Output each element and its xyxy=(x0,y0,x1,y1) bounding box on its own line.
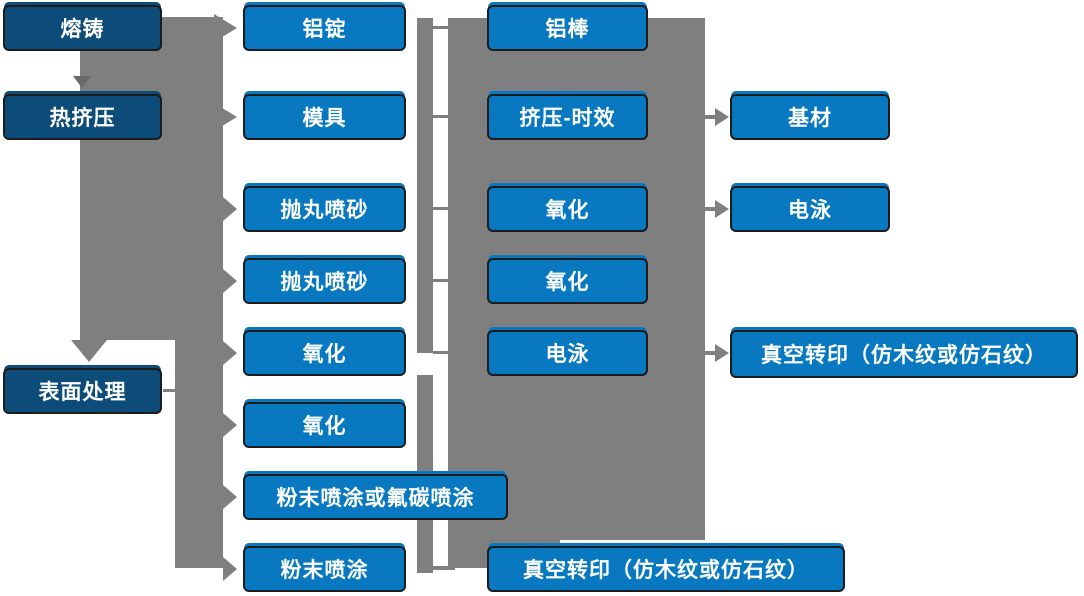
node-vacuum-transfer-print-bottom: 真空转印（仿木纹或仿石纹） xyxy=(487,546,845,592)
node-shot-blasting-2: 抛丸喷砂 xyxy=(243,258,406,304)
node-surface-treatment: 表面处理 xyxy=(3,368,162,414)
node-oxidation-4: 氧化 xyxy=(487,258,648,304)
node-hot-extrusion: 热挤压 xyxy=(3,94,162,140)
node-electrophoresis-1: 电泳 xyxy=(487,330,648,376)
node-melt-casting: 熔铸 xyxy=(3,5,162,51)
node-shot-blasting-1: 抛丸喷砂 xyxy=(243,186,406,232)
node-oxidation-1: 氧化 xyxy=(243,330,406,376)
node-powder-or-fluorocarbon-coating: 粉末喷涂或氟碳喷涂 xyxy=(243,474,508,520)
node-electrophoresis-2: 电泳 xyxy=(730,186,890,232)
node-oxidation-3: 氧化 xyxy=(487,186,648,232)
left-trunk-connector xyxy=(71,14,237,581)
down-arrow-icon xyxy=(73,76,91,88)
node-aluminum-rod: 铝棒 xyxy=(487,5,648,51)
right-arrows-connector xyxy=(705,108,729,362)
node-mold: 模具 xyxy=(243,94,406,140)
node-oxidation-2: 氧化 xyxy=(243,402,406,448)
node-aluminum-ingot: 铝锭 xyxy=(243,5,406,51)
node-extrusion-aging: 挤压-时效 xyxy=(487,94,648,140)
node-vacuum-transfer-print-right: 真空转印（仿木纹或仿石纹） xyxy=(730,330,1078,378)
node-base-material: 基材 xyxy=(730,94,890,140)
node-powder-coating: 粉末喷涂 xyxy=(243,546,406,592)
